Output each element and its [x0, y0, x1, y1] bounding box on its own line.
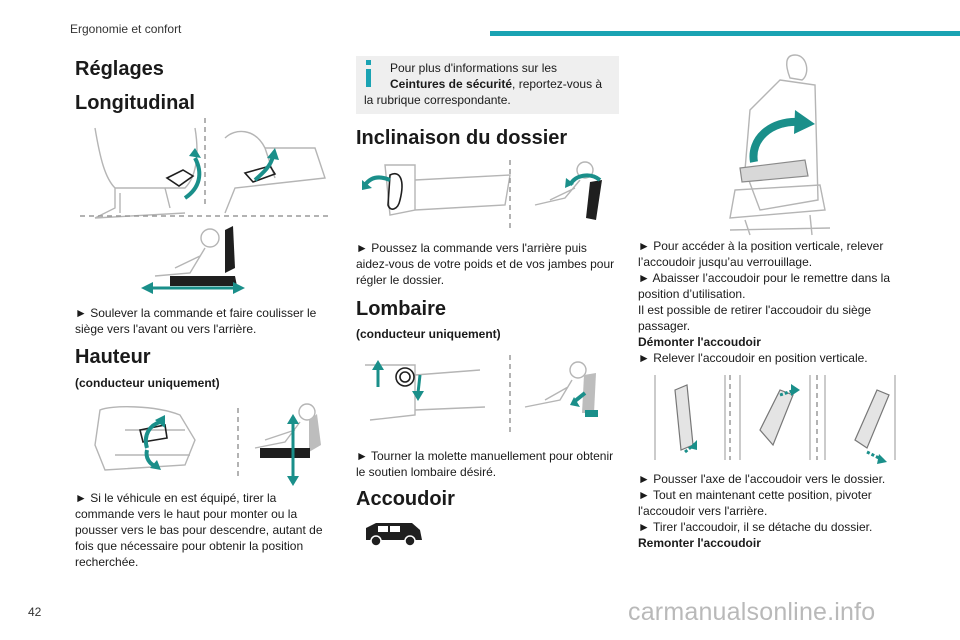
accoudoir-p4: ► Relever l'accoudoir en position vertic… [638, 351, 868, 365]
info-line2: , reportez-vous à [512, 77, 603, 91]
longitudinal-text: ► Soulever la commande et faire coulisse… [75, 306, 317, 336]
info-box [356, 56, 619, 114]
accoudoir-seat-illustration [729, 54, 831, 236]
heading-inclinaison: Inclinaison du dossier [356, 127, 568, 149]
hauteur-text: ► Si le véhicule en est équipé, tirer la… [75, 491, 323, 569]
info-icon [366, 60, 371, 87]
accoudoir-p1: ► Pour accéder à la position verticale, … [638, 239, 884, 269]
van-icon [366, 523, 422, 547]
heading-remonter: Remonter l'accoudoir [638, 536, 761, 550]
heading-lombaire: Lombaire [356, 298, 447, 320]
section-title: Réglages [75, 58, 164, 80]
hauteur-illustration [94, 403, 321, 486]
hauteur-subtitle: (conducteur uniquement) [75, 376, 220, 390]
header-accent-bar [490, 31, 960, 36]
demonter-illustration [654, 375, 896, 464]
accoudoir-p5: ► Pousser l'axe de l'accoudoir vers le d… [638, 472, 886, 486]
inclinaison-illustration [362, 160, 602, 230]
heading-hauteur: Hauteur [75, 346, 151, 368]
inclinaison-text: ► Poussez la commande vers l'arrière pui… [356, 241, 615, 287]
accoudoir-p3: Il est possible de retirer l'accoudoir d… [638, 303, 872, 333]
section-header: Ergonomie et confort [70, 22, 182, 36]
heading-longitudinal: Longitudinal [75, 92, 195, 114]
page-number: 42 [28, 605, 42, 619]
info-line3: la rubrique correspondante. [364, 93, 511, 107]
heading-demonter: Démonter l'accoudoir [638, 335, 761, 349]
info-bold-link: Ceintures de sécurité [390, 77, 513, 91]
accoudoir-p6: ► Tout en maintenant cette position, piv… [638, 488, 872, 518]
info-line1: Pour plus d'informations sur les [390, 61, 558, 75]
accoudoir-p2: ► Abaisser l’accoudoir pour le remettre … [638, 271, 890, 301]
longitudinal-illustration [80, 118, 330, 294]
lombaire-illustration [365, 355, 598, 435]
accoudoir-text-block: ► Pour accéder à la position verticale, … [638, 238, 900, 366]
watermark: carmanualsonline.info [628, 598, 876, 626]
info-text: Pour plus d'informations sur les Ceintur… [390, 60, 612, 92]
demonter-text-block: ► Pousser l'axe de l'accoudoir vers le d… [638, 471, 900, 551]
lombaire-subtitle: (conducteur uniquement) [356, 327, 501, 341]
heading-accoudoir: Accoudoir [356, 488, 455, 510]
accoudoir-p7: ► Tirer l'accoudoir, il se détache du do… [638, 520, 873, 534]
lombaire-text: ► Tourner la molette manuellement pour o… [356, 449, 614, 479]
